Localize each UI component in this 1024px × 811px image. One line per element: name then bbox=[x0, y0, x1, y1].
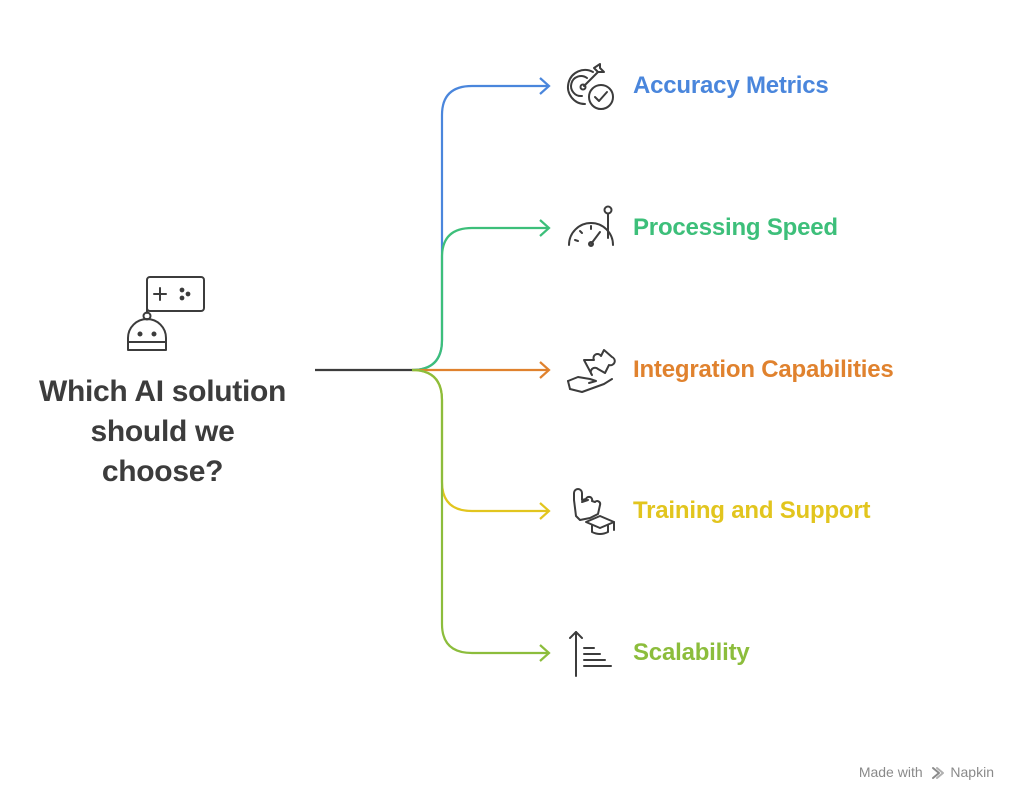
branch-arrowhead-accuracy-metrics bbox=[539, 77, 551, 95]
footer-prefix: Made with bbox=[858, 764, 923, 780]
branch-connector-training-and-support bbox=[411, 368, 548, 513]
footer-brand: Napkin bbox=[950, 764, 994, 780]
arrow-up-lines-icon bbox=[569, 631, 612, 677]
branch-connector-scalability bbox=[411, 368, 548, 655]
branch-arrowhead-training-and-support bbox=[539, 502, 551, 520]
branch-label-accuracy-metrics: Accuracy Metrics bbox=[633, 72, 829, 99]
question-title-line-1: Which AI solution bbox=[38, 375, 287, 408]
branch-arrowhead-processing-speed bbox=[539, 219, 551, 237]
branch-arrowhead-integration-capabilities bbox=[539, 361, 551, 379]
branch-arrowhead-scalability bbox=[539, 644, 551, 662]
pointer-graduation-cap-icon bbox=[573, 488, 615, 535]
hand-puzzle-icon bbox=[567, 349, 616, 393]
made-with-napkin-footer[interactable]: Made with Napkin bbox=[859, 764, 994, 780]
branch-label-scalability: Scalability bbox=[633, 639, 750, 666]
question-title-line-2: should we bbox=[90, 415, 235, 448]
robot-controller-icon bbox=[127, 276, 205, 351]
question-title-line-3: choose? bbox=[101, 455, 224, 488]
speedometer-icon bbox=[568, 205, 614, 247]
branch-label-training-and-support: Training and Support bbox=[633, 497, 871, 524]
target-check-icon bbox=[567, 63, 614, 110]
question-title: Which AI solution should we choose? bbox=[20, 372, 305, 492]
branch-connector-processing-speed bbox=[411, 226, 548, 372]
branch-label-processing-speed: Processing Speed bbox=[633, 214, 838, 241]
branch-label-integration-capabilities: Integration Capabilities bbox=[633, 356, 894, 383]
napkin-logo-icon bbox=[931, 767, 944, 779]
